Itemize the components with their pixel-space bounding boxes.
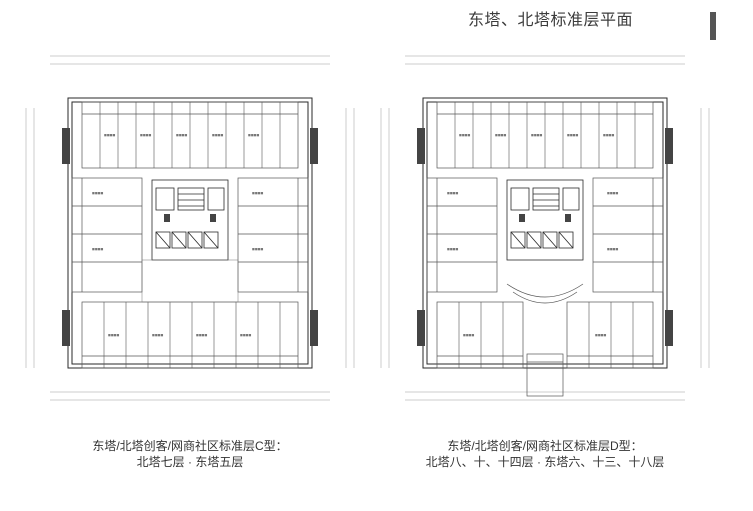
- svg-text:■■■■: ■■■■: [463, 333, 475, 337]
- svg-text:■■■■: ■■■■: [447, 247, 459, 251]
- svg-text:■■■■: ■■■■: [240, 333, 252, 337]
- svg-text:■■■■: ■■■■: [176, 133, 188, 137]
- plan-d-caption-line2: 北塔八、十、十四层 · 东塔六、十三、十八层: [425, 455, 665, 469]
- svg-text:■■■■: ■■■■: [567, 133, 579, 137]
- floor-plan-c-drawing: ■■■■ ■■■■ ■■■■ ■■■■ ■■■■ ■■■■ ■■■■ ■■■■ ■■■■ ■…: [25, 55, 355, 401]
- svg-text:■■■■: ■■■■: [104, 133, 116, 137]
- svg-text:■■■■: ■■■■: [92, 191, 104, 195]
- plan-c-caption: 东塔/北塔创客/网商社区标准层C型： 北塔七层 · 东塔五层: [20, 438, 360, 470]
- svg-text:■■■■: ■■■■: [140, 133, 152, 137]
- svg-text:■■■■: ■■■■: [152, 333, 164, 337]
- title-accent-bar: [710, 12, 716, 40]
- svg-text:■■■■: ■■■■: [607, 191, 619, 195]
- svg-text:■■■■: ■■■■: [495, 133, 507, 137]
- svg-text:■■■■: ■■■■: [92, 247, 104, 251]
- svg-text:■■■■: ■■■■: [459, 133, 471, 137]
- svg-text:■■■■: ■■■■: [248, 133, 260, 137]
- svg-text:■■■■: ■■■■: [212, 133, 224, 137]
- floor-plan-d-drawing: ■■■■■■■■■■■■ ■■■■■■■■ ■■■■■■■■ ■■■■■■■■ …: [380, 55, 710, 401]
- page-title: 东塔、北塔标准层平面: [468, 12, 634, 29]
- plan-c-caption-line2: 北塔七层 · 东塔五层: [136, 455, 244, 469]
- floor-plan-type-d: ■■■■■■■■■■■■ ■■■■■■■■ ■■■■■■■■ ■■■■■■■■ …: [375, 48, 715, 408]
- plan-d-caption-line1: 东塔/北塔创客/网商社区标准层D型：: [447, 439, 643, 453]
- svg-text:■■■■: ■■■■: [531, 133, 543, 137]
- svg-text:■■■■: ■■■■: [607, 247, 619, 251]
- floor-plan-type-c: ■■■■ ■■■■ ■■■■ ■■■■ ■■■■ ■■■■ ■■■■ ■■■■ ■■■■ ■…: [20, 48, 360, 408]
- svg-text:■■■■: ■■■■: [595, 333, 607, 337]
- svg-text:■■■■: ■■■■: [447, 191, 459, 195]
- svg-text:■■■■: ■■■■: [252, 247, 264, 251]
- svg-text:■■■■: ■■■■: [603, 133, 615, 137]
- svg-text:■■■■: ■■■■: [108, 333, 120, 337]
- svg-text:■■■■: ■■■■: [252, 191, 264, 195]
- plan-d-caption: 东塔/北塔创客/网商社区标准层D型： 北塔八、十、十四层 · 东塔六、十三、十八…: [375, 438, 715, 470]
- svg-text:■■■■: ■■■■: [196, 333, 208, 337]
- plan-c-caption-line1: 东塔/北塔创客/网商社区标准层C型：: [92, 439, 288, 453]
